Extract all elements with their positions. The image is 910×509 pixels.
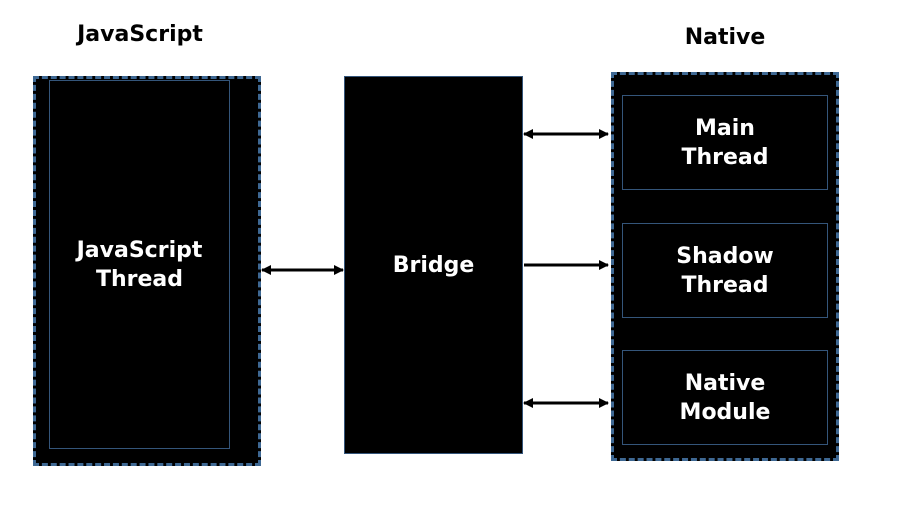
javascript-heading: JavaScript	[77, 22, 203, 47]
native-heading: Native	[684, 25, 766, 50]
main-thread-label: Main Thread	[681, 114, 768, 172]
javascript-thread-label: JavaScript Thread	[77, 236, 203, 294]
native-module-label-line1: Native	[684, 370, 766, 396]
bridge-box: Bridge	[344, 76, 523, 454]
javascript-thread-box: JavaScript Thread	[49, 80, 230, 449]
javascript-thread-label-line1: JavaScript	[76, 237, 203, 263]
javascript-thread-label-line2: Thread	[95, 266, 184, 292]
native-module-box: Native Module	[622, 350, 828, 445]
main-thread-label-line2: Thread	[681, 144, 769, 170]
native-module-label: Native Module	[680, 369, 771, 427]
shadow-thread-label-line1: Shadow	[676, 243, 774, 269]
main-thread-box: Main Thread	[622, 95, 828, 190]
bridge-label: Bridge	[392, 252, 475, 278]
shadow-thread-box: Shadow Thread	[622, 223, 828, 318]
main-thread-label-line1: Main	[695, 115, 755, 141]
shadow-thread-label: Shadow Thread	[676, 242, 774, 300]
native-module-label-line2: Module	[679, 399, 771, 425]
shadow-thread-label-line2: Thread	[681, 272, 769, 298]
